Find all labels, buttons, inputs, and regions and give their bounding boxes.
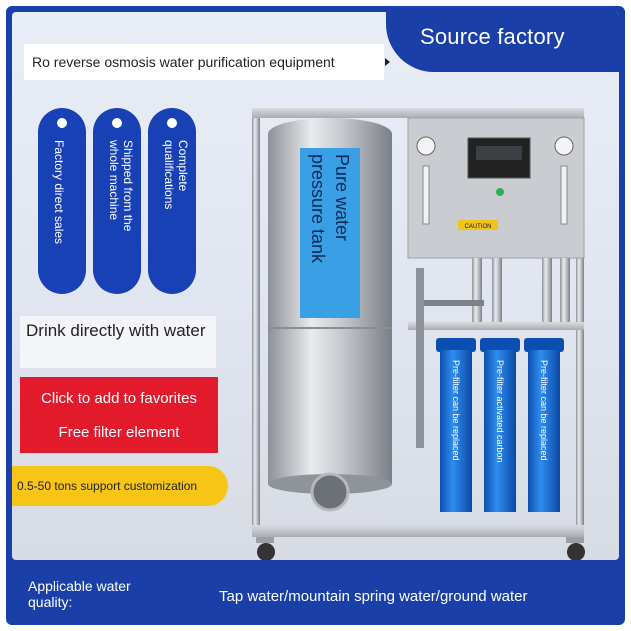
pipe-vertical	[416, 268, 424, 448]
feature-pill-label: Factory direct sales	[52, 140, 66, 245]
free-filter-text: Free filter element	[58, 424, 180, 441]
caution-sign-text: CAUTION	[465, 224, 492, 230]
pre-filter-3	[524, 338, 564, 512]
source-factory-badge: Source factory	[386, 12, 619, 72]
promo-frame: Ro reverse osmosis water purification eq…	[6, 6, 625, 625]
membrane-housing	[542, 258, 552, 322]
flow-meter-left	[422, 165, 430, 225]
pre-filter-label: Pre-filter can be replaced	[451, 360, 461, 461]
power-indicator	[496, 188, 504, 196]
customization-banner: 0.5-50 tons support customization	[12, 466, 228, 506]
frame-shelf	[408, 322, 584, 330]
caster-wheel-left	[256, 537, 275, 560]
caption-arrow-icon	[385, 58, 390, 66]
membrane-housing	[492, 258, 502, 322]
frame-rail-top	[252, 108, 584, 118]
pill-dot-icon	[112, 118, 122, 128]
pre-filter-label: Pre-filter activated carbon	[495, 360, 505, 463]
add-to-favorites-link[interactable]: Click to add to favorites	[41, 390, 197, 407]
source-factory-text: Source factory	[420, 24, 565, 49]
membrane-housing	[472, 258, 482, 322]
pressure-gauge-right	[554, 136, 574, 156]
water-quality-bar: Applicable water quality: Tap water/moun…	[6, 566, 625, 625]
feature-pill-label: Shipped from the whole machine	[107, 140, 135, 232]
feature-pill-direct-sales: Factory direct sales	[38, 108, 86, 294]
pre-filter-2	[480, 338, 520, 512]
product-caption-text: Ro reverse osmosis water purification eq…	[32, 54, 335, 70]
caution-sign	[458, 220, 498, 230]
tank-label-panel	[300, 148, 360, 318]
drink-note: Drink directly with water	[20, 316, 216, 368]
feature-pill-qualifications: Complete qualifications	[148, 108, 196, 294]
water-quality-value: Tap water/mountain spring water/ground w…	[219, 588, 528, 605]
feature-pill-label: Complete qualifications	[162, 140, 190, 210]
flow-meter-right	[560, 165, 568, 225]
tank-label-text: Pure water pressure tank	[308, 154, 352, 264]
pill-dot-icon	[167, 118, 177, 128]
caster-wheel-right	[566, 537, 585, 560]
pre-filter-1	[436, 338, 476, 512]
product-stage: Ro reverse osmosis water purification eq…	[12, 12, 619, 560]
membrane-housing	[560, 258, 570, 322]
tank-base-hole	[310, 472, 350, 512]
pre-filter-label: Pre-filter can be replaced	[539, 360, 549, 461]
product-caption: Ro reverse osmosis water purification eq…	[24, 44, 390, 80]
feature-pill-whole-machine: Shipped from the whole machine	[93, 108, 141, 294]
frame-rail-bottom	[252, 525, 584, 537]
ro-machine-illustration: CAUTION Pure water pressure tank	[252, 108, 585, 560]
pressure-gauge-left	[416, 136, 436, 156]
promo-box[interactable]: Click to add to favorites Free filter el…	[20, 377, 218, 453]
pill-dot-icon	[57, 118, 67, 128]
water-quality-label: Applicable water quality:	[28, 578, 131, 610]
controller-display	[476, 146, 522, 160]
pipe-horizontal	[424, 300, 484, 306]
frame-rail-left	[252, 110, 260, 535]
